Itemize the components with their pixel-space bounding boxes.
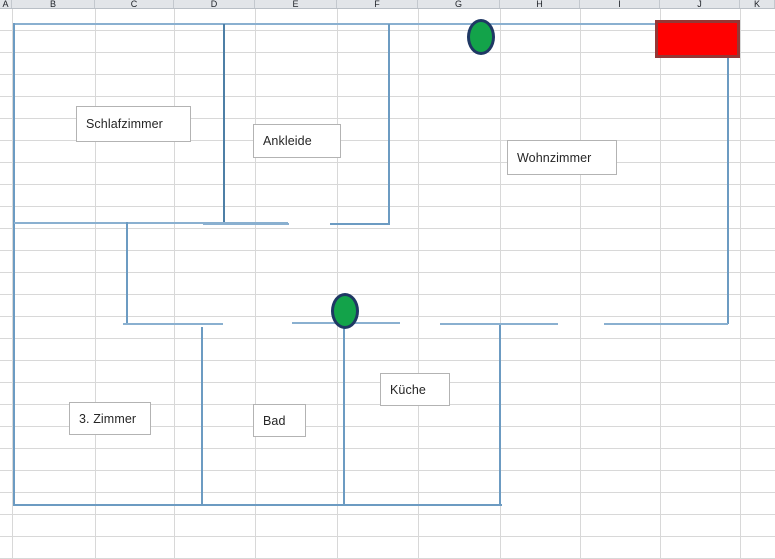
bath-right-wall[interactable] bbox=[343, 300, 345, 505]
label-bad[interactable]: Bad bbox=[253, 404, 306, 437]
grid-line-vertical-1 bbox=[95, 8, 96, 559]
column-header-k[interactable]: K bbox=[740, 0, 775, 8]
door-marker-middle[interactable] bbox=[331, 293, 359, 329]
grid-line-horizontal-2 bbox=[0, 52, 775, 53]
grid-line-vertical-7 bbox=[580, 8, 581, 559]
grid-line-vertical-9 bbox=[740, 8, 741, 559]
outer-top-wall[interactable] bbox=[14, 23, 728, 25]
label-schlafzimmer[interactable]: Schlafzimmer bbox=[76, 106, 191, 142]
grid-line-vertical-3 bbox=[255, 8, 256, 559]
column-header-a[interactable]: A bbox=[0, 0, 12, 8]
grid-line-vertical-0 bbox=[12, 8, 13, 559]
grid-line-horizontal-16 bbox=[0, 360, 775, 361]
label-kueche[interactable]: Küche bbox=[380, 373, 450, 406]
grid-line-horizontal-7 bbox=[0, 162, 775, 163]
entrance-marker[interactable] bbox=[655, 20, 740, 58]
grid-line-horizontal-6 bbox=[0, 140, 775, 141]
label-ankleide[interactable]: Ankleide bbox=[253, 124, 341, 158]
mid-corridor-wall-c[interactable] bbox=[440, 323, 558, 325]
grid-line-horizontal-1 bbox=[0, 30, 775, 31]
grid-line-horizontal-4 bbox=[0, 96, 775, 97]
column-header-b[interactable]: B bbox=[12, 0, 95, 8]
outer-left-wall[interactable] bbox=[13, 23, 15, 506]
grid-line-vertical-5 bbox=[418, 8, 419, 559]
grid-line-horizontal-5 bbox=[0, 118, 775, 119]
room3-right-wall[interactable] bbox=[201, 327, 203, 505]
grid-line-horizontal-19 bbox=[0, 426, 775, 427]
grid-line-horizontal-12 bbox=[0, 272, 775, 273]
grid-line-horizontal-9 bbox=[0, 206, 775, 207]
grid-line-horizontal-20 bbox=[0, 448, 775, 449]
room-label-text: Bad bbox=[263, 413, 286, 428]
bedroom-right-wall[interactable] bbox=[223, 24, 225, 224]
outer-right-wall[interactable] bbox=[727, 57, 729, 324]
grid-line-horizontal-8 bbox=[0, 184, 775, 185]
dressing-bottom-wall-a[interactable] bbox=[203, 223, 289, 225]
column-header-d[interactable]: D bbox=[174, 0, 255, 8]
column-header-c[interactable]: C bbox=[95, 0, 174, 8]
grid-line-horizontal-23 bbox=[0, 514, 775, 515]
outer-bottom-wall[interactable] bbox=[14, 504, 502, 506]
grid-line-horizontal-21 bbox=[0, 470, 775, 471]
column-header-g[interactable]: G bbox=[418, 0, 500, 8]
column-header-j[interactable]: J bbox=[660, 0, 740, 8]
dressing-right-wall[interactable] bbox=[388, 24, 390, 224]
dressing-bottom-wall-b[interactable] bbox=[330, 223, 390, 225]
grid-line-horizontal-11 bbox=[0, 250, 775, 251]
grid-line-vertical-4 bbox=[337, 8, 338, 559]
grid-line-horizontal-22 bbox=[0, 492, 775, 493]
mid-corridor-wall-a[interactable] bbox=[123, 323, 223, 325]
column-header-h[interactable]: H bbox=[500, 0, 580, 8]
mid-corridor-wall-d[interactable] bbox=[604, 323, 728, 325]
room-label-text: Schlafzimmer bbox=[86, 117, 163, 131]
grid-line-vertical-8 bbox=[660, 8, 661, 559]
room-label-text: Küche bbox=[390, 382, 426, 397]
door-marker-top[interactable] bbox=[467, 19, 495, 55]
grid-line-horizontal-10 bbox=[0, 228, 775, 229]
grid-line-horizontal-13 bbox=[0, 294, 775, 295]
column-header-f[interactable]: F bbox=[337, 0, 418, 8]
grid-line-horizontal-3 bbox=[0, 74, 775, 75]
grid-line-horizontal-15 bbox=[0, 338, 775, 339]
grid-line-horizontal-14 bbox=[0, 316, 775, 317]
column-header-i[interactable]: I bbox=[580, 0, 660, 8]
grid-line-vertical-2 bbox=[174, 8, 175, 559]
bedroom-bottom-wall[interactable] bbox=[14, 222, 288, 224]
kitchen-right-wall[interactable] bbox=[499, 325, 501, 505]
room-label-text: Wohnzimmer bbox=[517, 150, 592, 165]
grid-line-vertical-6 bbox=[500, 8, 501, 559]
hall-left-stub-wall[interactable] bbox=[126, 222, 128, 324]
label-3-zimmer[interactable]: 3. Zimmer bbox=[69, 402, 151, 435]
column-header-e[interactable]: E bbox=[255, 0, 337, 8]
grid-line-horizontal-24 bbox=[0, 536, 775, 537]
room-label-text: Ankleide bbox=[263, 134, 312, 148]
label-wohnzimmer[interactable]: Wohnzimmer bbox=[507, 140, 617, 175]
room-label-text: 3. Zimmer bbox=[79, 411, 137, 426]
